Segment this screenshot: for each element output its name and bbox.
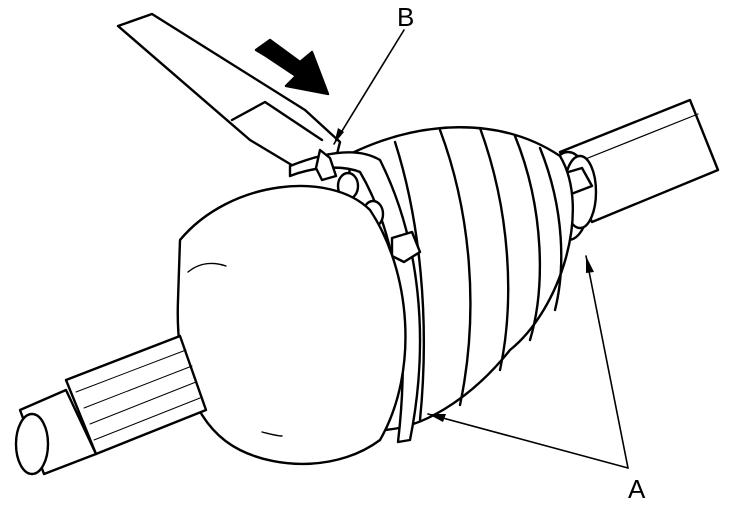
joint-housing	[176, 184, 407, 466]
leader-lines	[333, 29, 629, 469]
leader-a2	[585, 255, 629, 469]
arrow-down-right-icon	[254, 38, 330, 96]
leader-b	[333, 29, 405, 145]
splined-stub	[14, 334, 208, 476]
callout-b: B	[397, 2, 415, 32]
screwdriver-tool	[116, 12, 342, 172]
leader-a1	[427, 413, 629, 469]
leader-arrowheads	[334, 128, 594, 422]
callout-a: A	[628, 474, 646, 504]
